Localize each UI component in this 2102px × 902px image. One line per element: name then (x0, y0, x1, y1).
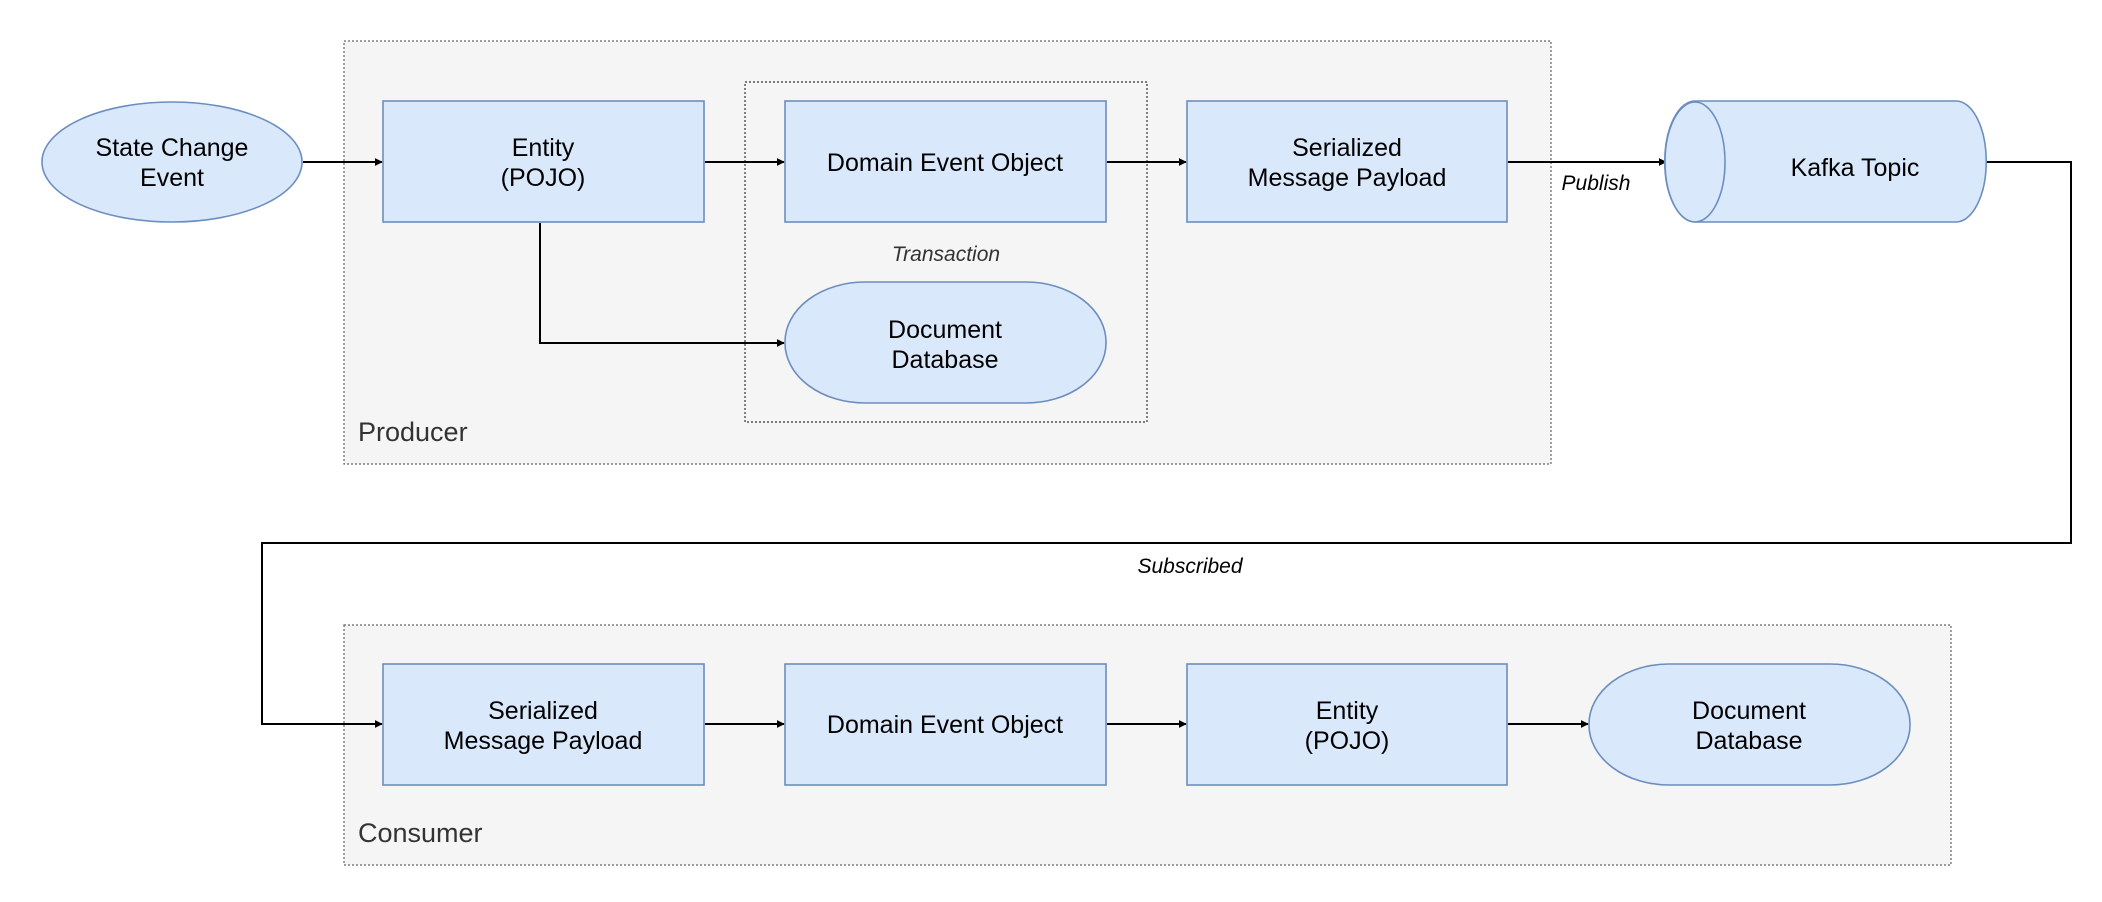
consumer-domain-event-node: Domain Event Object (784, 663, 1107, 786)
consumer-entity-line2: (POJO) (1305, 727, 1390, 755)
producer-document-db-line1: Document (888, 316, 1002, 344)
consumer-payload-line2: Message Payload (444, 727, 643, 755)
consumer-domain-event-label: Domain Event Object (827, 711, 1063, 739)
edge-subscribed (261, 161, 2072, 728)
producer-payload-node: Serialized Message Payload (1186, 100, 1508, 223)
state-change-event-line1: State Change (96, 134, 249, 162)
producer-payload-line2: Message Payload (1248, 164, 1447, 192)
producer-domain-event-label: Domain Event Object (827, 149, 1063, 177)
producer-label: Producer (358, 417, 468, 447)
state-change-event-line2: Event (140, 164, 204, 192)
edge-entity-to-document-db (539, 223, 785, 347)
producer-entity-line1: Entity (512, 134, 575, 162)
state-change-event-node: State Change Event (41, 101, 303, 223)
subscribed-label: Subscribed (1137, 555, 1243, 578)
producer-payload-line1: Serialized (1292, 134, 1402, 162)
consumer-document-db-line2: Database (1695, 727, 1802, 755)
publish-label: Publish (1562, 172, 1631, 195)
kafka-topic-node: Kafka Topic (1663, 100, 1988, 223)
producer-entity-node: Entity (POJO) (382, 100, 705, 223)
transaction-label: Transaction (892, 243, 1000, 266)
producer-entity-line2: (POJO) (501, 164, 586, 192)
consumer-label: Consumer (358, 818, 483, 848)
edges: Publish Subscribed (261, 158, 2072, 728)
producer-domain-event-node: Domain Event Object (784, 100, 1107, 223)
consumer-entity-node: Entity (POJO) (1186, 663, 1508, 786)
consumer-entity-line1: Entity (1316, 697, 1379, 725)
producer-document-db-line2: Database (891, 346, 998, 374)
consumer-document-db-node: Document Database (1588, 663, 1911, 786)
transaction-group: Transaction (744, 81, 1148, 423)
consumer-payload-line1: Serialized (488, 697, 598, 725)
consumer-document-db-line1: Document (1692, 697, 1806, 725)
producer-document-db-node: Document Database (784, 281, 1107, 404)
kafka-topic-label: Kafka Topic (1791, 154, 1920, 182)
consumer-payload-node: Serialized Message Payload (382, 663, 705, 786)
